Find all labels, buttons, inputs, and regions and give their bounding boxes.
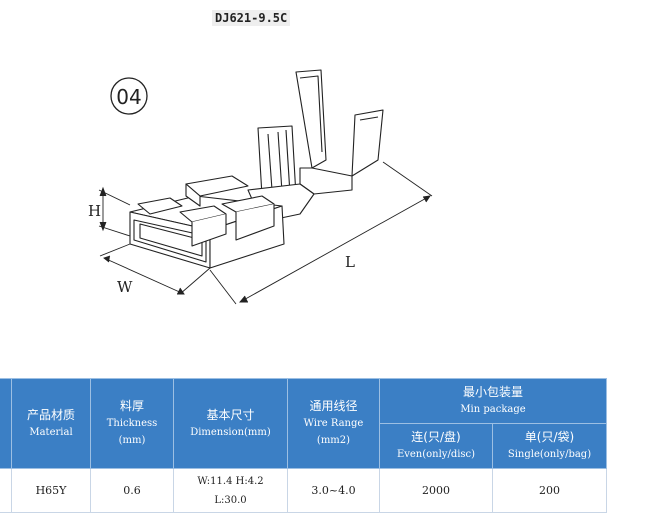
cell-dimension-line2: L:30.0 (214, 494, 247, 506)
header-thickness-zh: 料厚 (119, 399, 144, 413)
length-dimension (209, 161, 433, 305)
drawing-badge-number: 04 (116, 85, 141, 109)
cell-dimension-line1: W:11.4 H:4.2 (197, 475, 264, 487)
header-even-en: Even(only/disc) (396, 449, 476, 460)
width-dimension (99, 243, 211, 295)
header-even: 连(只/盘) Even(only/disc) (379, 423, 493, 469)
row-spacer (0, 468, 12, 513)
header-wire-en: Wire Range (303, 418, 364, 429)
height-dimension (98, 186, 131, 237)
part-number-title: DJ621-9.5C (212, 10, 291, 26)
length-label: L (345, 253, 355, 271)
drawing-badge-circle (110, 77, 148, 115)
header-single-en: Single(only/bag) (507, 449, 592, 460)
header-thickness-en: Thickness (106, 418, 158, 429)
header-thickness: 料厚 Thickness (mm) (90, 378, 174, 469)
header-wire-unit: (mm2) (316, 435, 351, 446)
header-material: 产品材质 Material (11, 378, 91, 469)
header-wire-range: 通用线径 Wire Range (mm2) (287, 378, 380, 469)
header-dimension: 基本尺寸 Dimension(mm) (173, 378, 288, 469)
header-spacer (0, 378, 12, 469)
header-minpack-zh: 最小包装量 (462, 385, 523, 399)
terminal-technical-drawing: 04 H (88, 69, 433, 305)
header-single-zh: 单(只/袋) (524, 430, 575, 444)
cell-thickness: 0.6 (90, 468, 174, 513)
header-minpack-en: Min package (460, 404, 526, 415)
cell-material: H65Y (11, 468, 91, 513)
cell-wire-range: 3.0~4.0 (287, 468, 380, 513)
header-wire-zh: 通用线径 (309, 399, 358, 413)
table-row: H65Y 0.6 W:11.4 H:4.2 L:30.0 3.0~4.0 200… (0, 468, 607, 513)
spec-table: 产品材质 Material 料厚 Thickness (mm) 基本尺寸 Dim… (0, 378, 607, 513)
terminal-outline (129, 69, 384, 269)
header-dimension-en: Dimension(mm) (190, 426, 271, 438)
header-single: 单(只/袋) Single(only/bag) (492, 423, 607, 469)
height-label: H (88, 202, 101, 220)
header-min-package: 最小包装量 Min package (379, 378, 607, 424)
cell-single: 200 (492, 468, 607, 513)
cell-even: 2000 (379, 468, 493, 513)
width-label: W (117, 278, 133, 296)
header-dimension-zh: 基本尺寸 (206, 407, 255, 422)
header-material-zh: 产品材质 (26, 407, 75, 422)
header-thickness-unit: (mm) (118, 435, 146, 446)
cell-dimension: W:11.4 H:4.2 L:30.0 (173, 468, 288, 513)
header-material-en: Material (29, 426, 73, 438)
header-even-zh: 连(只/盘) (411, 430, 461, 444)
